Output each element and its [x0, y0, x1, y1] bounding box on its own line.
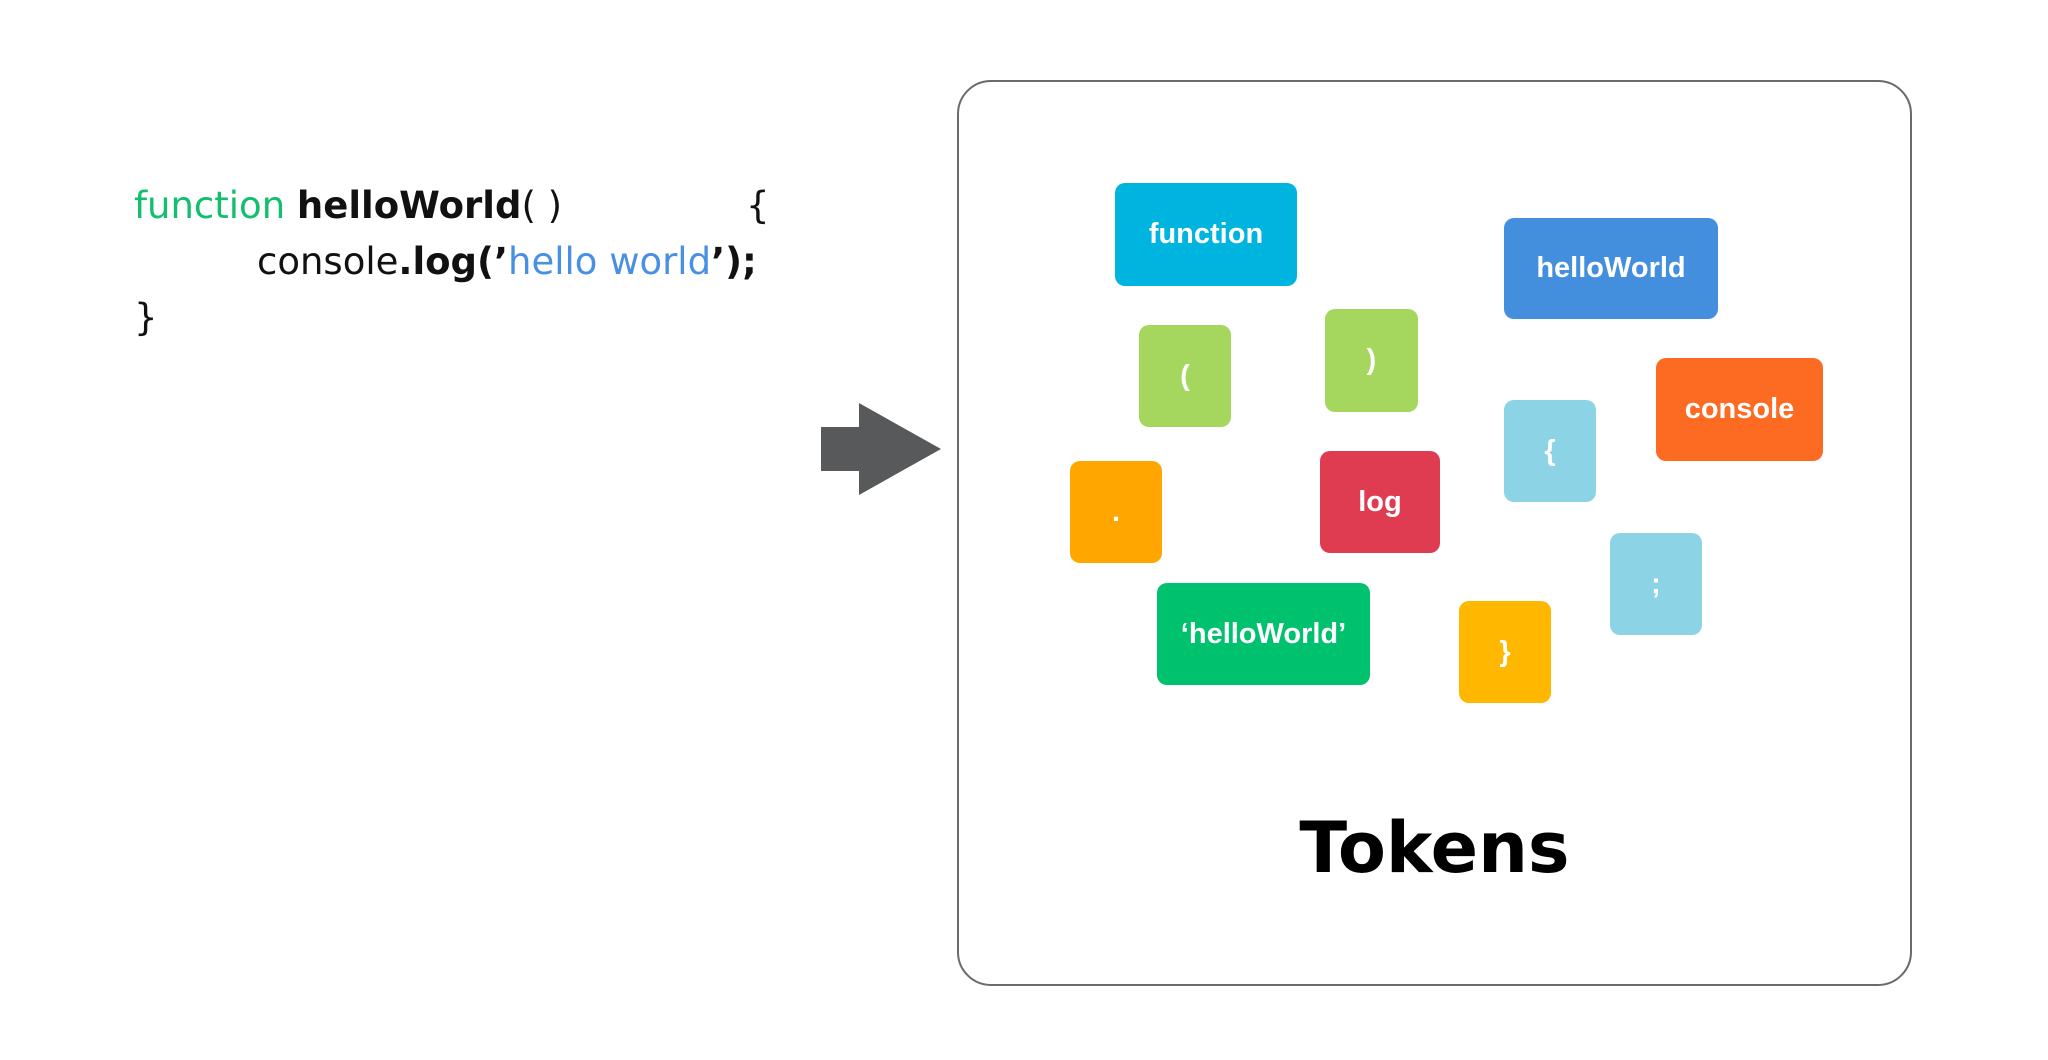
code-object: console: [257, 240, 399, 283]
token-function: function: [1115, 183, 1297, 286]
code-open-brace: {: [746, 184, 770, 227]
code-line-1: function helloWorld( ): [134, 178, 562, 234]
code-method: log: [412, 240, 478, 283]
code-string: hello world: [508, 240, 712, 283]
token-open-paren: (: [1139, 325, 1231, 427]
token-close-brace: }: [1459, 601, 1551, 703]
arrow-right-icon: [821, 403, 941, 495]
code-keyword-function: function: [134, 184, 286, 227]
code-line-2: console.log(’hello world’);: [257, 234, 757, 290]
code-dot: .: [398, 240, 413, 283]
code-open-paren-quote: (’: [477, 240, 509, 283]
tokens-panel: function helloWorld ( ) console { . log …: [957, 80, 1912, 986]
panel-title: Tokens: [1299, 807, 1570, 889]
arrow-shape: [821, 403, 941, 495]
code-close-brace: }: [134, 296, 158, 339]
token-string: ‘helloWorld’: [1157, 583, 1370, 685]
code-close-quote-paren: ’);: [711, 240, 757, 283]
token-semicolon: ;: [1610, 533, 1702, 635]
token-log: log: [1320, 451, 1440, 553]
token-dot: .: [1070, 461, 1162, 563]
token-console: console: [1656, 358, 1823, 461]
token-open-brace: {: [1504, 400, 1596, 502]
token-helloworld: helloWorld: [1504, 218, 1718, 319]
code-function-name: helloWorld: [296, 184, 522, 227]
token-close-paren: ): [1325, 309, 1418, 412]
code-parens: ( ): [521, 184, 563, 227]
